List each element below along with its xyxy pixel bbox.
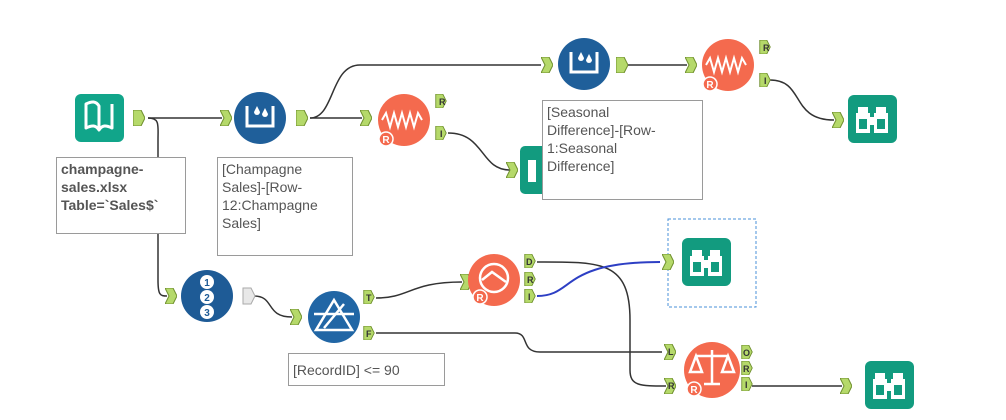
svg-text:1: 1 <box>204 278 210 289</box>
recordid-output-anchor[interactable] <box>242 287 256 305</box>
connector-formula1-formula2[interactable] <box>309 64 541 119</box>
r-tool-1[interactable]: R R I <box>360 94 447 147</box>
browse-selected-input-anchor[interactable] <box>662 254 674 270</box>
svg-text:3: 3 <box>204 308 210 319</box>
rtool1-i-label: I <box>440 129 443 139</box>
formula2-annotation: [Seasonal Difference]-[Row- 1:Seasonal D… <box>542 100 703 200</box>
score-o-label: O <box>743 348 750 358</box>
open-book-icon <box>84 100 114 132</box>
r-tool-2[interactable]: R R I <box>685 39 771 92</box>
score-tool[interactable]: L R R O R I <box>664 342 753 398</box>
r-badge: R <box>476 293 484 304</box>
formula2-output-anchor[interactable] <box>616 57 628 73</box>
score-l-label: L <box>668 347 674 357</box>
formula-tool-2[interactable] <box>541 38 628 90</box>
score-r-label: R <box>668 381 675 391</box>
formula1-output-anchor[interactable] <box>296 110 308 126</box>
filter-true-label: T <box>366 293 372 303</box>
svg-text:2: 2 <box>204 293 210 304</box>
formula1-annotation: [Champagne Sales]-[Row- 12:Champagne Sal… <box>217 157 353 256</box>
r-gauge-icon <box>478 262 510 294</box>
numbered-list-icon: 1 2 3 <box>200 275 214 319</box>
r-badge: R <box>382 135 390 146</box>
r-waveform-icon <box>381 109 423 131</box>
input-output-anchor[interactable] <box>133 110 145 126</box>
filter-tool[interactable]: T F <box>290 290 375 343</box>
filter-annotation: [RecordID] <= 90 <box>288 353 445 386</box>
plot-r-label: R <box>527 275 534 285</box>
connector-filter-true-plot[interactable] <box>375 281 463 299</box>
rtool1-r-label: R <box>439 97 446 107</box>
score-r-out-label: R <box>743 364 750 374</box>
connector-filter-false-score[interactable] <box>376 332 662 353</box>
plot-i-label: I <box>528 292 531 302</box>
filter-false-label: F <box>366 329 372 339</box>
timeseries-plot-tool[interactable]: R D R I <box>460 254 536 306</box>
connector-plot-score-r[interactable] <box>536 261 667 387</box>
score-i-label: I <box>745 380 748 390</box>
browse-tool-top[interactable] <box>832 95 897 143</box>
record-id-tool[interactable]: 1 2 3 <box>165 270 256 322</box>
triangle-filter-icon <box>313 297 355 332</box>
water-beaker-icon <box>569 52 599 74</box>
r-badge: R <box>690 385 698 396</box>
r-scale-icon <box>688 350 736 386</box>
browse-tool-selected[interactable] <box>662 218 757 308</box>
rtool2-r-label: R <box>763 43 770 53</box>
water-beaker-icon <box>245 106 275 128</box>
rtool2-i-label: I <box>764 76 767 86</box>
formula-tool-1[interactable] <box>220 92 308 144</box>
browse-tool-bottom[interactable] <box>840 361 914 409</box>
plot-d-label: D <box>526 257 533 267</box>
r-waveform-icon <box>705 54 747 76</box>
input-data-tool[interactable] <box>75 94 145 142</box>
binoculars-icon <box>528 160 536 182</box>
input-annotation: champagne- sales.xlsx Table=`Sales$` <box>56 157 186 234</box>
connector-recordid-filter[interactable] <box>253 295 293 318</box>
formula2-input-anchor[interactable] <box>541 57 553 73</box>
connector-rtool1-browse-mid[interactable] <box>447 132 511 171</box>
connector-plot-browse-selected[interactable] <box>536 261 661 297</box>
connectors <box>147 64 842 387</box>
r-badge: R <box>706 80 714 91</box>
connector-rtool2-browse-top[interactable] <box>769 79 835 121</box>
